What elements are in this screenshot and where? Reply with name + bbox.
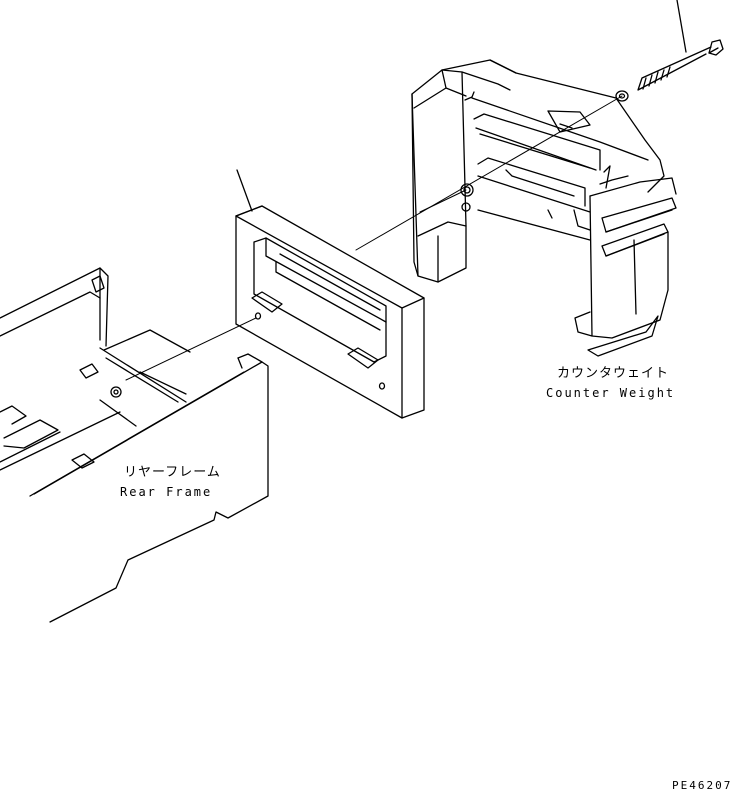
spacer-leader-line xyxy=(236,169,253,212)
bolt xyxy=(637,39,724,91)
counter-weight xyxy=(411,59,677,357)
rear-frame-label-en: Rear Frame xyxy=(120,485,213,499)
bolt-leader-line xyxy=(676,0,687,53)
drawing-code: PE46207 xyxy=(672,779,733,792)
rear-frame-label-jp: リヤーフレーム xyxy=(124,465,221,480)
spacer-plate xyxy=(235,205,425,419)
rear-frame xyxy=(0,267,269,623)
assembly-centerlines xyxy=(125,95,623,381)
washer xyxy=(615,90,629,102)
counter-weight-label-jp: カウンタウェイト xyxy=(557,366,670,381)
counter-weight-label-en: Counter Weight xyxy=(546,386,676,400)
